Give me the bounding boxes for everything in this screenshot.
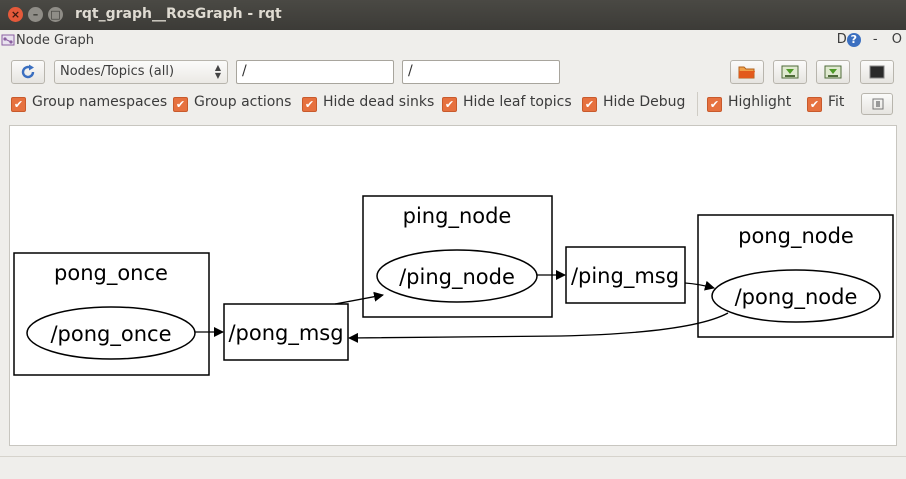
edge-pong-node-to-pong-msg [348,312,729,343]
refresh-icon [21,64,35,79]
node-pong-node[interactable]: /pong_node [711,269,881,323]
topic-label: /pong_msg [228,321,343,346]
cluster-label: ping_node [403,204,512,229]
save-image-button[interactable] [860,60,894,84]
node-pong-once[interactable]: /pong_once [26,306,196,360]
node-label: /ping_node [399,265,515,290]
edge-pong-msg-to-ping-node [334,291,384,305]
fit-view-button[interactable] [861,93,893,115]
save-dot-button[interactable] [773,60,807,84]
save-dot-icon [781,65,799,79]
refresh-button[interactable] [11,60,45,84]
node-ping-node[interactable]: /ping_node [376,249,538,303]
checkbox-checked-icon: ✔ [173,97,188,112]
window-titlebar: × – □ rqt_graph__RosGraph - rqt [0,0,906,30]
node-label: /pong_node [735,285,858,310]
checkbox-checked-icon: ✔ [442,97,457,112]
highlight-checkbox[interactable]: ✔Highlight [707,94,791,112]
graph-type-combobox[interactable]: Nodes/Topics (all) ▲▼ [54,60,228,84]
hide-leaf-topics-checkbox[interactable]: ✔Hide leaf topics [442,94,572,112]
graph-canvas[interactable]: pong_once ping_node pong_node /pong_once… [9,125,897,446]
checkbox-checked-icon: ✔ [807,97,822,112]
hide-dead-sinks-checkbox[interactable]: ✔Hide dead sinks [302,94,434,112]
folder-open-icon [738,66,755,79]
toolbar: Nodes/Topics (all) ▲▼ / / [0,55,906,89]
topic-label: /ping_msg [571,264,679,289]
checkbox-checked-icon: ✔ [302,97,317,112]
window-maximize-button[interactable]: □ [48,7,63,22]
topic-filter-input[interactable]: / [402,60,560,84]
group-namespaces-checkbox[interactable]: ✔Group namespaces [11,94,167,112]
checkbox-checked-icon: ✔ [707,97,722,112]
load-dot-button[interactable] [730,60,764,84]
dock-d-button[interactable]: D [836,32,847,47]
plugin-header: Node Graph D? - O [0,30,906,52]
help-icon[interactable]: ? [846,33,861,47]
plugin-graph-icon [1,34,15,46]
cluster-pong-once[interactable]: pong_once [13,252,210,376]
combo-arrows-icon: ▲▼ [214,63,221,80]
save-svg-button[interactable] [816,60,850,84]
window-minimize-button[interactable]: – [28,7,43,22]
cluster-pong-node[interactable]: pong_node [697,214,894,338]
options-bar: ✔Group namespaces ✔Group actions ✔Hide d… [0,91,906,117]
image-icon [869,65,885,79]
checkbox-checked-icon: ✔ [582,97,597,112]
group-actions-checkbox[interactable]: ✔Group actions [173,94,291,112]
hide-debug-checkbox[interactable]: ✔Hide Debug [582,94,685,112]
fit-view-icon [872,98,884,110]
cluster-label: pong_once [54,261,168,286]
node-filter-input[interactable]: / [236,60,394,84]
close-plugin-button[interactable]: O [891,32,902,47]
plugin-title: Node Graph [16,33,94,48]
cluster-ping-node[interactable]: ping_node [362,195,553,318]
toolbar-separator [697,92,698,116]
checkbox-checked-icon: ✔ [11,97,26,112]
save-svg-icon [824,65,842,79]
ros-graph: pong_once ping_node pong_node /pong_once… [13,195,894,376]
edge-ping-msg-to-pong-node [684,280,715,291]
graph-type-value: Nodes/Topics (all) [60,64,175,79]
topic-pong-msg[interactable]: /pong_msg [223,303,349,361]
window-title: rqt_graph__RosGraph - rqt [75,6,282,22]
node-label: /pong_once [50,322,171,347]
minimize-plugin-button[interactable]: - [872,32,878,47]
topic-ping-msg[interactable]: /ping_msg [565,246,686,304]
cluster-label: pong_node [738,224,854,249]
status-bar [0,456,906,479]
fit-checkbox[interactable]: ✔Fit [807,94,844,112]
plugin-controls: D? - O [833,32,902,47]
window-close-button[interactable]: × [8,7,23,22]
